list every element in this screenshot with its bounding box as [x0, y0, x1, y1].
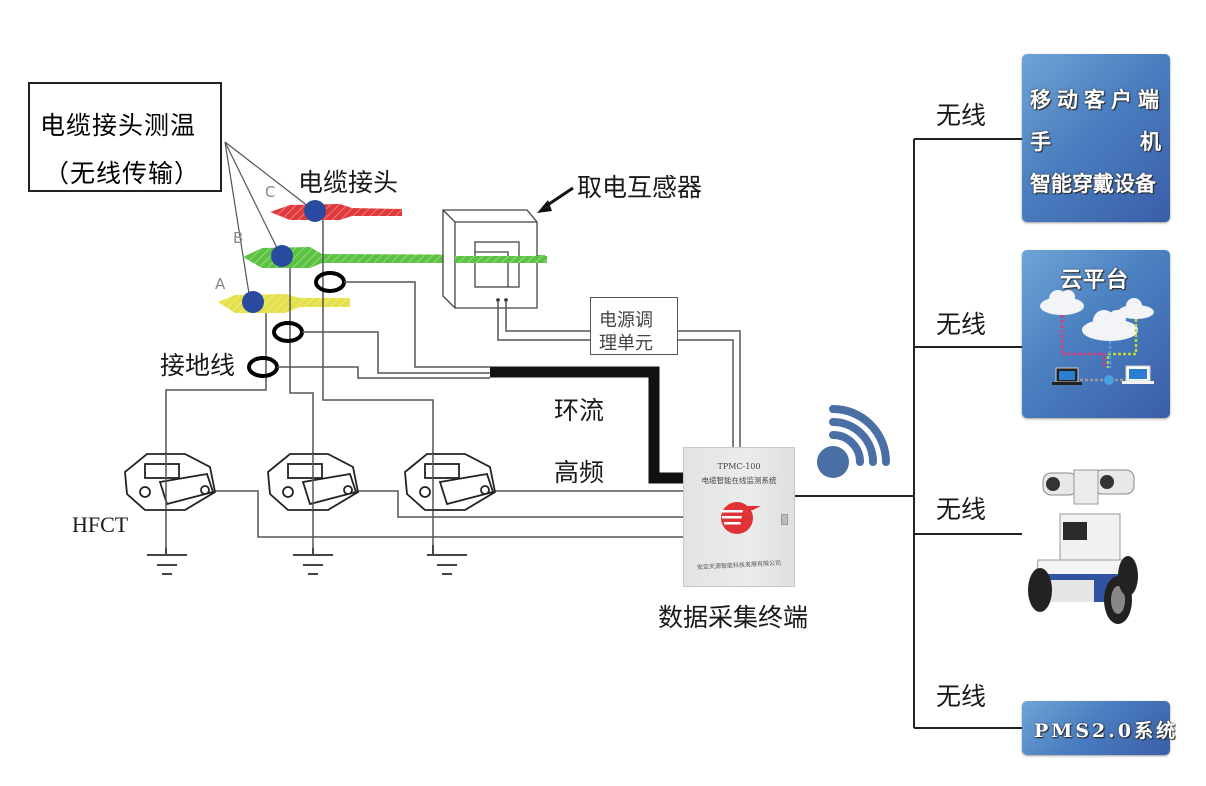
phase-label-a: A [215, 275, 226, 293]
hfct-3 [404, 453, 497, 511]
mobile-client-card: 移动客户端 手 机 智能穿戴设备 [1022, 54, 1170, 222]
ground-symbols [147, 545, 467, 575]
callout-subtitle: （无线传输） [44, 159, 201, 188]
hfct-1 [124, 453, 217, 511]
terminal-logo-icon [721, 502, 761, 534]
phase-label-c: C [265, 183, 276, 201]
mobile-phone-label-right: 机 [1140, 129, 1162, 154]
ct-ring-b [272, 321, 304, 343]
wearable-devices-label: 智能穿戴设备 [1030, 171, 1156, 196]
mobile-phone-label-left: 手 [1030, 129, 1052, 154]
wifi-icon [817, 405, 890, 478]
power-ct-label: 取电互感器 [577, 173, 703, 202]
mobile-client-title: 移动客户端 [1030, 87, 1165, 112]
callout-title: 电缆接头测温 [40, 111, 197, 140]
wireless-label-pms: 无线 [936, 682, 987, 711]
psu-label-line2: 理单元 [599, 333, 653, 354]
ct-ring-c [314, 271, 346, 293]
inspection-robot [1028, 469, 1138, 624]
temp-sensor-b [271, 245, 293, 267]
terminal-maker: 安定天源智能科技发展有限公司 [696, 559, 782, 572]
ct-ring-a [247, 356, 279, 378]
terminal-label: 数据采集终端 [658, 603, 809, 632]
terminal-latch [781, 514, 788, 525]
phase-label-b: B [233, 229, 244, 247]
cloud-network-icon [1040, 290, 1154, 385]
temp-sensor-a [242, 291, 264, 313]
data-acquisition-terminal: TPMC-100 电缆智能在线监测系统 安定天源智能科技发展有限公司 [683, 447, 795, 587]
pms-system-label: PMS2.0系统 [1034, 720, 1179, 742]
temperature-sensor-callout: 电缆接头测温 （无线传输） [28, 82, 222, 192]
high-frequency-label: 高频 [554, 458, 605, 487]
cloud-platform-title: 云平台 [1060, 267, 1130, 293]
circulating-current-bundle [490, 366, 683, 484]
cable-a [218, 294, 350, 313]
wireless-label-mobile: 无线 [936, 101, 987, 130]
hfct-sensors [124, 453, 497, 511]
wireless-bus [795, 138, 1022, 729]
psu-label-line1: 电源调 [599, 310, 653, 331]
cloud-platform-card: 云平台 [1022, 250, 1170, 418]
wireless-label-robot: 无线 [936, 495, 987, 524]
terminal-model: TPMC-100 [717, 462, 761, 471]
wireless-label-cloud: 无线 [936, 310, 987, 339]
power-conditioning-unit: 电源调 理单元 [590, 297, 678, 355]
cable-c [270, 204, 402, 220]
terminal-system-name: 电缆智能在线监测系统 [701, 476, 777, 485]
grounding-wire-label: 接地线 [160, 351, 236, 380]
circulating-current-label: 环流 [554, 396, 605, 425]
cable-joint-label: 电缆接头 [298, 168, 399, 197]
pms-system-card: PMS2.0系统 [1022, 701, 1175, 755]
callout-lines [224, 141, 314, 301]
hfct-label: HFCT [72, 512, 129, 537]
temp-sensor-c [304, 200, 326, 222]
